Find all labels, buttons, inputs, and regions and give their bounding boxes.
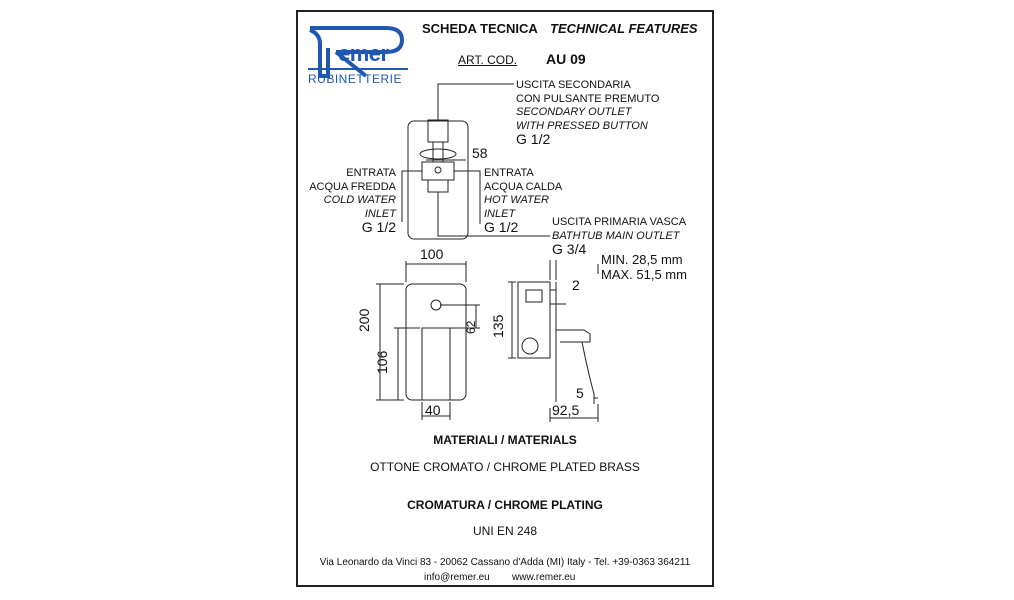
technical-sheet: emer RUBINETTERIE SCHEDA TECNICA TECHNIC… (296, 10, 714, 587)
title-en: TECHNICAL FEATURES (550, 21, 698, 36)
art-code-value: AU 09 (546, 51, 586, 67)
hot-inlet-line-3: HOT WATER (484, 194, 549, 206)
cold-inlet-line-4: INLET (364, 207, 396, 220)
hot-inlet-thread: G 1/2 (484, 219, 519, 235)
plating-title: CROMATURA / CHROME PLATING (407, 498, 603, 512)
secondary-outlet-label: USCITA SECONDARIA CON PULSANTE PREMUTO S… (516, 79, 659, 147)
technical-drawing (376, 83, 599, 422)
max-depth: MAX. 51,5 mm (601, 267, 687, 282)
primary-outlet-label: USCITA PRIMARIA VASCA BATHTUB MAIN OUTLE… (552, 216, 686, 257)
dim-58: 58 (472, 145, 488, 161)
cold-inlet-line-1: ENTRATA (346, 167, 396, 179)
footer-address: Via Leonardo da Vinci 83 - 20062 Cassano… (319, 557, 691, 568)
cold-inlet-label: ENTRATA ACQUA FREDDA COLD WATER INLET G … (309, 167, 396, 235)
primary-outlet-line-1: USCITA PRIMARIA VASCA (552, 216, 687, 228)
plating-value: UNI EN 248 (472, 524, 538, 538)
logo-text: emer (338, 41, 389, 66)
art-code-label: ART. COD. (458, 53, 518, 67)
logo-r-mark (309, 26, 405, 78)
dim-2: 2 (572, 277, 580, 293)
secondary-outlet-line-1: USCITA SECONDARIA (516, 79, 631, 91)
footer-email: info@remer.eu (424, 572, 490, 583)
primary-outlet-thread: G 3/4 (552, 241, 587, 257)
primary-outlet-line-2: BATHTUB MAIN OUTLET (552, 229, 680, 242)
footer-website: www.remer.eu (512, 572, 576, 583)
cold-inlet-line-3: COLD WATER (323, 194, 396, 206)
hot-inlet-line-4: INLET (484, 207, 516, 220)
hot-inlet-line-2: ACQUA CALDA (484, 180, 563, 193)
logo-divider (308, 68, 408, 70)
dim-62: 62 (464, 320, 478, 334)
cold-inlet-thread: G 1/2 (361, 219, 396, 235)
secondary-outlet-line-4: WITH PRESSED BUTTON (516, 119, 648, 132)
dim-200: 200 (356, 308, 372, 332)
hot-inlet-line-1: ENTRATA (484, 167, 534, 179)
logo-subtitle: RUBINETTERIE (308, 72, 403, 86)
title-it: SCHEDA TECNICA (422, 21, 538, 36)
dim-92-5: 92,5 (552, 402, 580, 418)
min-depth: MIN. 28,5 mm (601, 252, 683, 267)
dim-135: 135 (490, 314, 506, 338)
secondary-outlet-line-2: CON PULSANTE PREMUTO (516, 92, 660, 105)
materials-title: MATERIALI / MATERIALS (433, 433, 577, 447)
dim-5: 5 (576, 385, 584, 401)
dim-106: 106 (374, 350, 390, 374)
materials-value: OTTONE CROMATO / CHROME PLATED BRASS (370, 460, 640, 474)
secondary-outlet-thread: G 1/2 (516, 131, 551, 147)
cold-inlet-line-2: ACQUA FREDDA (309, 180, 396, 193)
dim-100: 100 (420, 246, 444, 262)
secondary-outlet-line-3: SECONDARY OUTLET (516, 106, 632, 118)
dim-40: 40 (425, 402, 441, 418)
hot-inlet-label: ENTRATA ACQUA CALDA HOT WATER INLET G 1/… (484, 167, 562, 235)
